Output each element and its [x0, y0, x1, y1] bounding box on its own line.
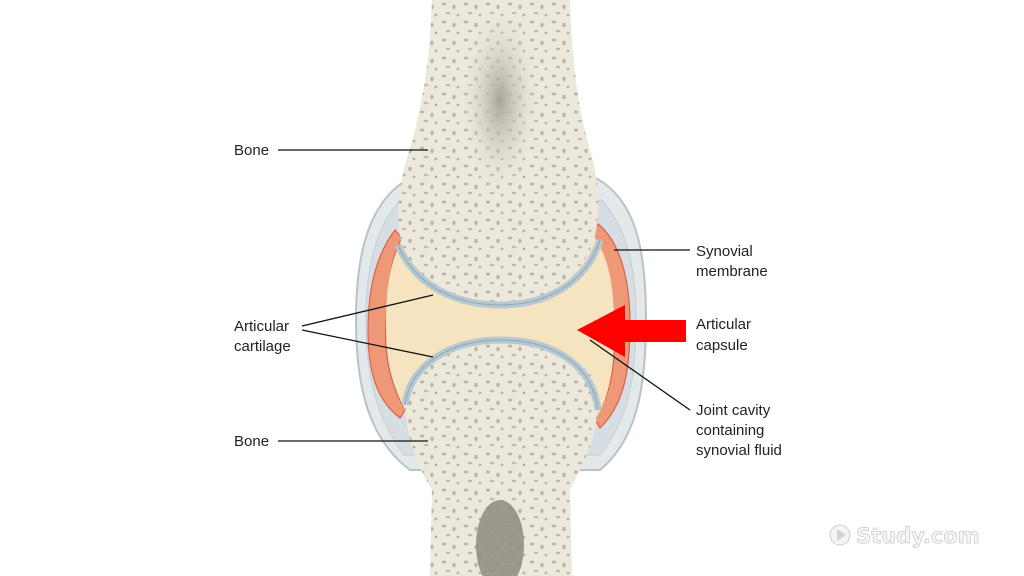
leader-cartilage-upper — [301, 294, 434, 327]
label-joint-cavity-3: synovial fluid — [696, 442, 782, 459]
leader-cartilage-lower — [301, 329, 434, 358]
label-joint-cavity-2: containing — [696, 422, 764, 439]
study-logo-text: Study.com — [856, 524, 980, 548]
highlight-arrow — [577, 305, 686, 357]
lower-marrow — [476, 500, 524, 576]
label-articular-capsule-2: capsule — [696, 337, 748, 354]
label-joint-cavity-1: Joint cavity — [696, 402, 771, 419]
label-synovial-membrane-1: Synovial — [696, 243, 753, 260]
label-articular-capsule-1: Articular — [696, 316, 751, 333]
lower-bone — [405, 340, 598, 576]
study-logo: Study.com — [829, 524, 980, 548]
label-articular-cartilage-2: cartilage — [234, 338, 291, 355]
label-articular-cartilage-1: Articular — [234, 318, 289, 335]
label-synovial-membrane-2: membrane — [696, 263, 768, 280]
leader-joint-cavity — [589, 339, 691, 411]
label-bone-bottom: Bone — [234, 433, 269, 450]
label-bone-top: Bone — [234, 142, 269, 159]
upper-marrow — [460, 5, 540, 195]
